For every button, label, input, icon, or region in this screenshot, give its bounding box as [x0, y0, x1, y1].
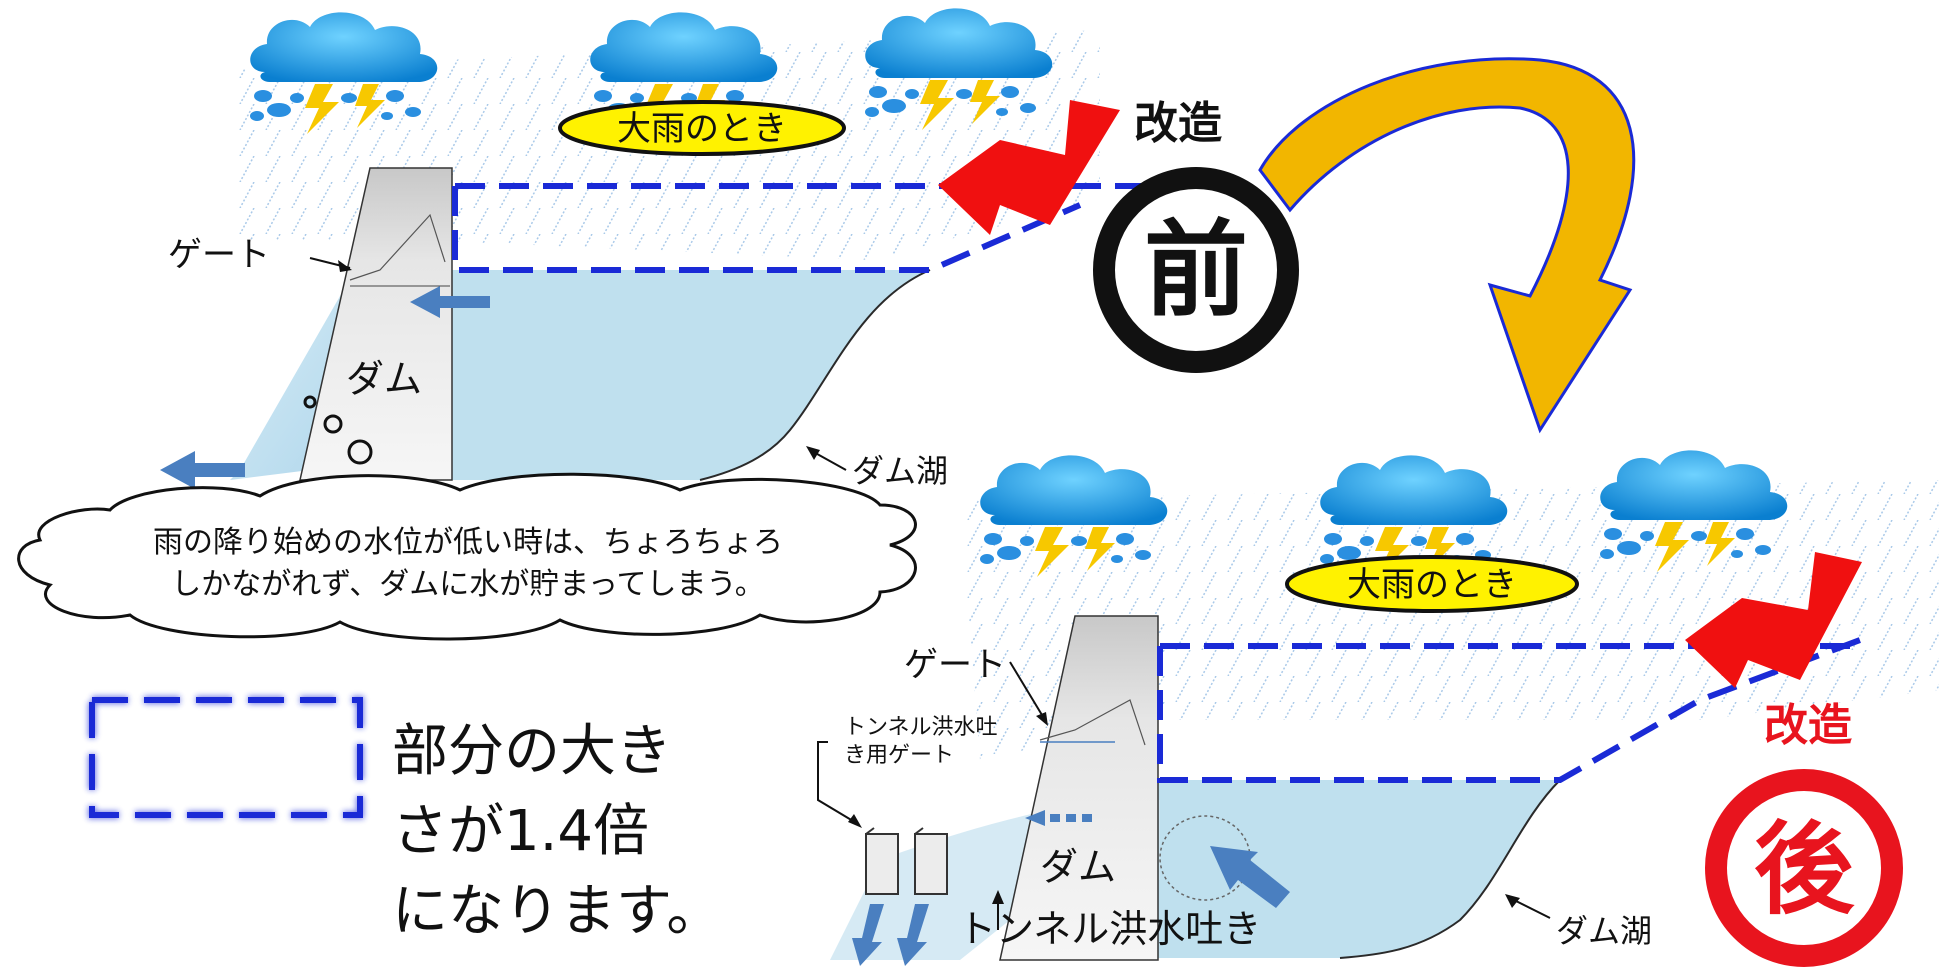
tunnel-gate-box — [865, 833, 899, 895]
note-cloud: 雨の降り始めの水位が低い時は、ちょろちょろ しかながれず、ダムに水が貯まってしま… — [17, 472, 917, 641]
before-stamp-circle — [1093, 167, 1299, 373]
dam-body — [999, 615, 1159, 961]
gate-label: ゲート — [168, 235, 270, 275]
legend-text-line1: 部分の大き — [392, 719, 672, 784]
legend-dashed-box-sample — [88, 696, 364, 819]
tunnel-spillway-label: トンネル洪水吐き — [958, 907, 1261, 951]
lake-label: ダム湖 — [1556, 912, 1652, 950]
heavy-rain-label: 大雨のとき — [1347, 565, 1517, 605]
legend-text-line2: さが1.4倍 — [392, 799, 649, 864]
lake-label: ダム湖 — [852, 452, 948, 490]
dam-label: ダム — [1040, 845, 1116, 889]
intake-arrow-icon — [1210, 846, 1290, 908]
flow-arrow-icon — [410, 286, 490, 318]
after-panel: 大雨のとき — [817, 450, 1939, 967]
tunnel-gate-label-line2: き用ゲート — [844, 743, 954, 768]
legend: 部分の大き さが1.4倍 になります。 — [88, 696, 722, 944]
red-arrow-icon — [1685, 552, 1862, 688]
outflow-arrow-icon — [852, 904, 929, 966]
before-panel: 大雨のとき ゲート ダム ダム湖 — [160, 8, 1299, 490]
reservoir-water — [1158, 780, 1560, 958]
dam-body — [299, 167, 453, 481]
tunnel-gate-box — [914, 833, 948, 895]
heavy-rain-badge — [558, 100, 846, 156]
gate-label: ゲート — [904, 645, 1006, 685]
reservoir-water — [452, 270, 930, 480]
note-text-line2: しかながれず、ダムに水が貯まってしまう。 — [171, 567, 764, 602]
before-stamp-char: 前 — [1144, 209, 1248, 331]
heavy-rain-label: 大雨のとき — [617, 109, 787, 149]
after-stamp-circle — [1705, 769, 1903, 967]
dam-label: ダム — [346, 357, 422, 401]
capacity-dashed-line — [1157, 637, 1862, 783]
renovation-stamp-label: 改造 — [1134, 98, 1222, 149]
legend-text-line3: になります。 — [392, 879, 722, 944]
tunnel-gate-label-line1: トンネル洪水吐 — [844, 715, 998, 740]
after-stamp-char: 後 — [1754, 811, 1855, 928]
outflow-arrow-icon — [160, 451, 245, 489]
heavy-rain-badge — [1285, 555, 1579, 613]
renovation-stamp-label: 改造 — [1764, 700, 1852, 751]
rain-area — [960, 480, 1939, 760]
red-arrow-icon — [938, 100, 1120, 235]
capacity-dashed-line — [452, 186, 1082, 273]
tunnel-flow-arrow-icon — [1025, 810, 1092, 826]
before-to-after-arrow-icon — [1258, 57, 1636, 434]
note-text-line1: 雨の降り始めの水位が低い時は、ちょろちょろ — [153, 525, 783, 560]
